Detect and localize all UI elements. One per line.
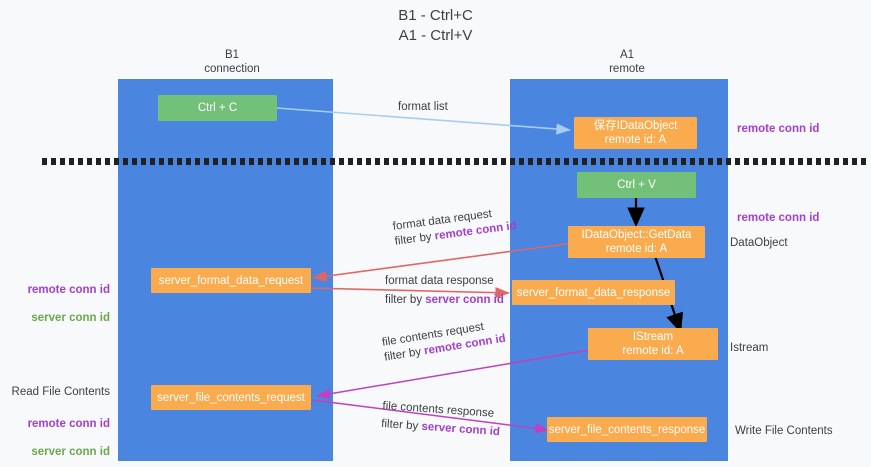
node-idataobject-getdata[interactable]: IDataObject::GetData remote id: A <box>568 226 705 258</box>
edge-label-format-data-response: format data response filter by server co… <box>385 274 504 308</box>
edge-label-file-contents-response: file contents response filter by server … <box>381 399 502 440</box>
edge-label-filter-by-text: filter by <box>385 294 426 306</box>
node-ctrl-c[interactable]: Ctrl + C <box>158 95 277 121</box>
edge-label-format-data-response-line1: format data response <box>385 275 494 287</box>
edge-label-filter-by-text: filter by <box>394 230 436 248</box>
side-label-remote-conn-id-left-2: remote conn id <box>27 418 110 430</box>
column-header-a1: A1 remote <box>609 49 645 75</box>
edge-label-format-list-line1: format list <box>398 101 448 113</box>
side-label-remote-conn-id-mid: remote conn id <box>737 212 820 224</box>
edge-label-format-data-request: format data request filter by remote con… <box>392 204 518 250</box>
node-ctrl-v[interactable]: Ctrl + V <box>577 172 696 198</box>
node-server-format-data-response[interactable]: server_format_data_response <box>512 280 675 305</box>
side-label-server-conn-id-left: server conn id <box>31 312 110 324</box>
edge-label-keyword-server-conn-id: server conn id <box>425 294 504 306</box>
phase-divider <box>42 158 869 165</box>
side-label-dataobject: DataObject <box>730 237 788 249</box>
edge-label-filter-by-text: filter by <box>380 417 422 433</box>
side-label-remote-conn-id-top: remote conn id <box>737 123 820 135</box>
side-label-conn-ids-lower: remote conn id server conn id <box>0 403 110 467</box>
column-header-b1: B1 connection <box>204 49 260 75</box>
node-server-format-data-request[interactable]: server_format_data_request <box>151 268 311 293</box>
page-title: B1 - Ctrl+C A1 - Ctrl+V <box>398 7 473 44</box>
side-label-istream: Istream <box>730 342 769 354</box>
side-label-write-file-contents: Write File Contents <box>735 425 833 437</box>
side-label-read-file-contents: Read File Contents <box>11 386 110 398</box>
side-label-server-conn-id-left-2: server conn id <box>31 446 110 458</box>
edge-label-format-list: format list <box>398 100 448 115</box>
edge-label-file-contents-request: file contents request filter by remote c… <box>381 317 507 366</box>
node-istream[interactable]: IStream remote id: A <box>588 328 718 360</box>
edge-label-keyword-server-conn-id: server conn id <box>421 420 501 439</box>
side-label-conn-ids-upper: remote conn id server conn id <box>0 269 110 339</box>
edge-label-format-data-response-line2: filter by server conn id <box>385 293 504 308</box>
node-server-file-contents-request[interactable]: server_file_contents_request <box>151 385 311 410</box>
node-save-idataobject[interactable]: 保存IDataObject remote id: A <box>574 117 697 149</box>
side-label-remote-conn-id-left: remote conn id <box>27 284 110 296</box>
node-server-file-contents-response[interactable]: server_file_contents_response <box>547 417 707 442</box>
